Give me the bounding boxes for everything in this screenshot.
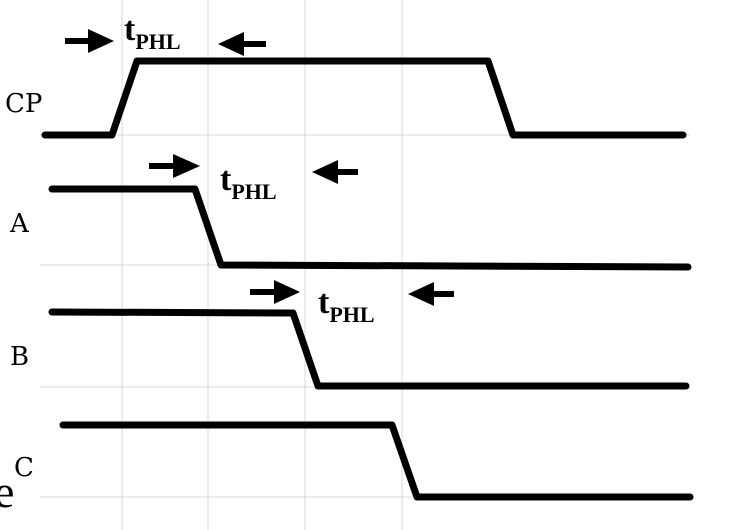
svg-text:tPHL: tPHL <box>318 284 375 327</box>
right-arrow-icon <box>65 29 114 53</box>
signal-label-c: C <box>14 453 34 483</box>
waveform-a <box>48 185 692 271</box>
tphl-label-sub: PHL <box>329 302 374 327</box>
signal-label-cp: CP <box>5 89 42 119</box>
tphl-annotation-a: tPHL <box>149 154 358 204</box>
tphl-label-sub: PHL <box>135 29 180 54</box>
right-arrow-icon <box>149 154 200 178</box>
svg-text:tPHL: tPHL <box>220 161 277 204</box>
svg-text:tPHL: tPHL <box>124 11 181 54</box>
waveform-cp <box>41 57 687 139</box>
left-arrow-icon <box>312 160 358 184</box>
signal-label-b: B <box>10 342 29 372</box>
stray-letter-e: e <box>0 466 14 517</box>
tphl-label-main: t <box>220 161 232 198</box>
tphl-annotation-b: tPHL <box>250 280 454 327</box>
left-arrow-icon <box>408 282 454 306</box>
waveform-c <box>59 421 694 501</box>
left-arrow-icon <box>218 32 266 56</box>
tphl-annotation-cp: tPHL <box>65 11 266 56</box>
waveform-b <box>48 308 690 390</box>
tphl-label-main: t <box>124 11 136 48</box>
signal-label-a: A <box>9 209 30 239</box>
tphl-label-main: t <box>318 284 330 321</box>
right-arrow-icon <box>250 280 300 304</box>
tphl-label-sub: PHL <box>231 179 276 204</box>
